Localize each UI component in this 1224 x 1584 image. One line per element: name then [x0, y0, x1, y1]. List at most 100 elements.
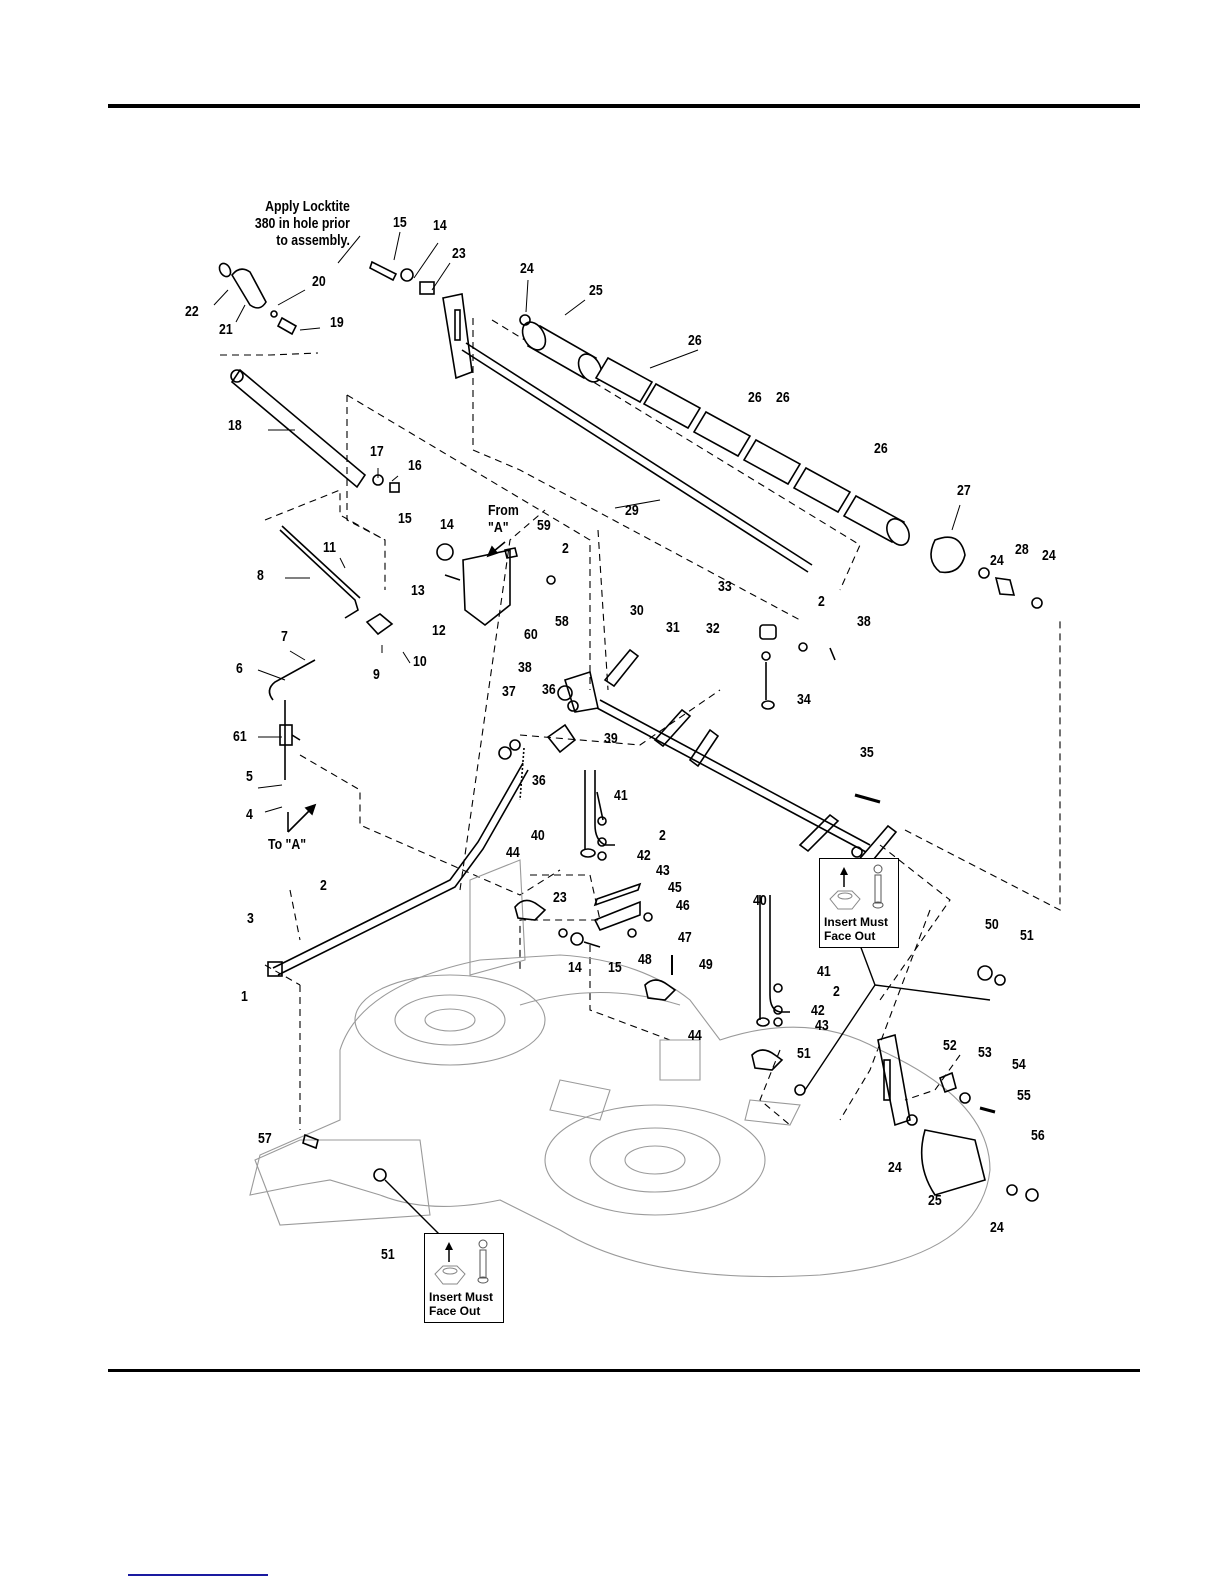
callout-label: 19 [330, 314, 344, 331]
callout-label: 7 [281, 628, 288, 645]
callout-label: 11 [323, 539, 337, 556]
insert-must-face-out-box: Insert Must Face Out [819, 858, 899, 948]
callout-label: 2 [833, 983, 840, 1000]
callout-label: 40 [753, 892, 767, 909]
callout-label: 24 [888, 1159, 902, 1176]
callout-label: 56 [1031, 1127, 1045, 1144]
callout-label: 8 [257, 567, 264, 584]
callout-label: 14 [568, 959, 582, 976]
callout-label: 18 [228, 417, 242, 434]
insert-must-face-out-box: Insert Must Face Out [424, 1233, 504, 1323]
callout-label: 13 [411, 582, 425, 599]
insert-box-text: Insert Must Face Out [824, 915, 889, 943]
callout-label: 14 [433, 217, 447, 234]
washers-and-spacers [369, 260, 1043, 609]
callout-label: 12 [432, 622, 446, 639]
linkage-rods [268, 525, 556, 780]
callout-label: 48 [638, 951, 652, 968]
callout-label: 38 [857, 613, 871, 630]
callout-label: 51 [1020, 927, 1034, 944]
callout-label: 1 [241, 988, 248, 1005]
callout-label: 42 [811, 1002, 825, 1019]
roller-sections [521, 321, 966, 574]
callout-label: 57 [258, 1130, 272, 1147]
callout-label: 15 [608, 959, 622, 976]
callout-label: 44 [688, 1027, 702, 1044]
callout-label: 21 [219, 321, 233, 338]
callout-label: 46 [676, 897, 690, 914]
callout-label: 27 [957, 482, 971, 499]
direction-arrows [287, 541, 506, 833]
callout-label: 3 [247, 910, 254, 927]
callout-label: 31 [666, 619, 680, 636]
from-a-label: From "A" [488, 502, 519, 536]
callout-label: 49 [699, 956, 713, 973]
callout-label: 2 [659, 827, 666, 844]
locktite-note: Apply Locktite 380 in hole prior to asse… [254, 198, 350, 249]
callout-label: 36 [532, 772, 546, 789]
callout-label: 15 [393, 214, 407, 231]
callout-label: 36 [542, 681, 556, 698]
callout-label: 4 [246, 806, 253, 823]
roller-shaft [442, 293, 813, 573]
callout-label: 61 [233, 728, 247, 745]
callout-label: 51 [797, 1045, 811, 1062]
callout-label: 53 [978, 1044, 992, 1061]
callout-label: 24 [990, 1219, 1004, 1236]
callout-label: 26 [776, 389, 790, 406]
callout-label: 17 [370, 443, 384, 460]
callout-label: 38 [518, 659, 532, 676]
callout-label: 5 [246, 768, 253, 785]
callout-label: 60 [524, 626, 538, 643]
assembly-guide-lines [220, 318, 1061, 1130]
callout-label: 22 [185, 303, 199, 320]
callout-label: 34 [797, 691, 811, 708]
to-a-label: To "A" [268, 836, 307, 853]
callout-label: 29 [625, 502, 639, 519]
bolt-icon [874, 874, 882, 904]
callout-label: 24 [520, 260, 534, 277]
callout-label: 43 [815, 1017, 829, 1034]
header-rule [108, 104, 1140, 108]
callout-label: 6 [236, 660, 243, 677]
callout-label: 20 [312, 273, 326, 290]
callout-label: 23 [452, 245, 466, 262]
misc-hardware [302, 624, 1039, 1202]
hex-nut-icon [829, 864, 884, 910]
callout-label: 26 [874, 440, 888, 457]
footer-rule [108, 1369, 1140, 1372]
callout-label: 40 [531, 827, 545, 844]
callout-label: 24 [1042, 547, 1056, 564]
callout-label: 41 [614, 787, 628, 804]
mower-deck [249, 859, 991, 1278]
callout-label: 32 [706, 620, 720, 637]
bolt-icon [479, 1249, 487, 1279]
callout-label: 51 [381, 1246, 395, 1263]
callout-label: 33 [718, 578, 732, 595]
callout-label: 30 [630, 602, 644, 619]
shift-rod [267, 762, 529, 977]
callout-label: 50 [985, 916, 999, 933]
callout-label: 9 [373, 666, 380, 683]
callout-label: 59 [537, 517, 551, 534]
callout-label: 47 [678, 929, 692, 946]
callout-label: 35 [860, 744, 874, 761]
callout-label: 2 [818, 593, 825, 610]
callout-label: 10 [413, 653, 427, 670]
callout-label: 28 [1015, 541, 1029, 558]
callout-label: 37 [502, 683, 516, 700]
callout-label: 54 [1012, 1056, 1026, 1073]
callout-label: 58 [555, 613, 569, 630]
insert-box-leaders [384, 944, 991, 1236]
handle-assembly [218, 262, 400, 493]
callout-label: 2 [320, 877, 327, 894]
callout-label: 14 [440, 516, 454, 533]
callout-label: 52 [943, 1037, 957, 1054]
footer-link[interactable] [128, 1574, 268, 1576]
callout-label: 25 [589, 282, 603, 299]
hex-nut-icon [434, 1239, 489, 1285]
callout-label: 25 [928, 1192, 942, 1209]
callout-label: 26 [688, 332, 702, 349]
callout-label: 24 [990, 552, 1004, 569]
callout-label: 44 [506, 844, 520, 861]
